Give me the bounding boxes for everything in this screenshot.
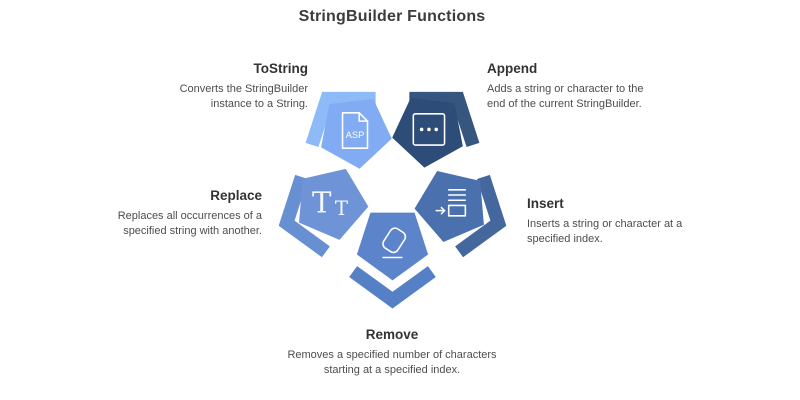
- pentagon-cycle-graphic: ASP T T: [278, 91, 507, 309]
- function-desc-replace: Replaces all occurrences of a specified …: [117, 210, 262, 238]
- insert-icon: [435, 189, 467, 217]
- function-desc-tostring: Converts the StringBuilder instance to a…: [179, 83, 308, 111]
- insert-chevron-band: [455, 174, 507, 258]
- append-chevron-band: [409, 91, 480, 148]
- function-name-append: Append: [487, 61, 538, 76]
- function-desc-insert: Inserts a string or character at a speci…: [527, 218, 683, 246]
- append-tile: [392, 97, 463, 168]
- replace-chevron-band: [278, 174, 330, 258]
- replace-tile: T T: [298, 168, 369, 240]
- tostring-label-block: ToString Converts the StringBuilder inst…: [158, 61, 308, 113]
- text-format-small-t: T: [335, 197, 348, 220]
- function-name-tostring: ToString: [253, 61, 309, 76]
- remove-tile: [356, 212, 429, 281]
- replace-label-block: Replace Replaces all occurrences of a sp…: [97, 188, 262, 240]
- insert-tile: [414, 170, 484, 242]
- append-label-block: Append Adds a string or character to the…: [487, 61, 647, 113]
- text-format-icon: T T: [312, 186, 348, 220]
- eraser-icon: [382, 227, 407, 259]
- page-title: StringBuilder Functions: [298, 8, 486, 25]
- function-name-remove: Remove: [365, 327, 419, 342]
- remove-chevron-band: [349, 266, 436, 309]
- insert-label-block: Insert Inserts a string or character at …: [527, 196, 707, 248]
- dots-box-icon: [412, 113, 446, 146]
- function-desc-remove: Removes a specified number of characters…: [287, 349, 497, 377]
- function-name-replace: Replace: [210, 188, 262, 203]
- asp-file-icon: ASP: [341, 112, 369, 149]
- text-format-large-t: T: [312, 186, 332, 220]
- function-desc-append: Adds a string or character to the end of…: [487, 83, 644, 111]
- tostring-tile: ASP: [321, 98, 392, 169]
- remove-label-block: Remove Removes a specified number of cha…: [287, 327, 497, 379]
- function-name-insert: Insert: [527, 196, 564, 211]
- asp-file-label: ASP: [346, 130, 365, 140]
- tostring-chevron-band: [305, 91, 376, 148]
